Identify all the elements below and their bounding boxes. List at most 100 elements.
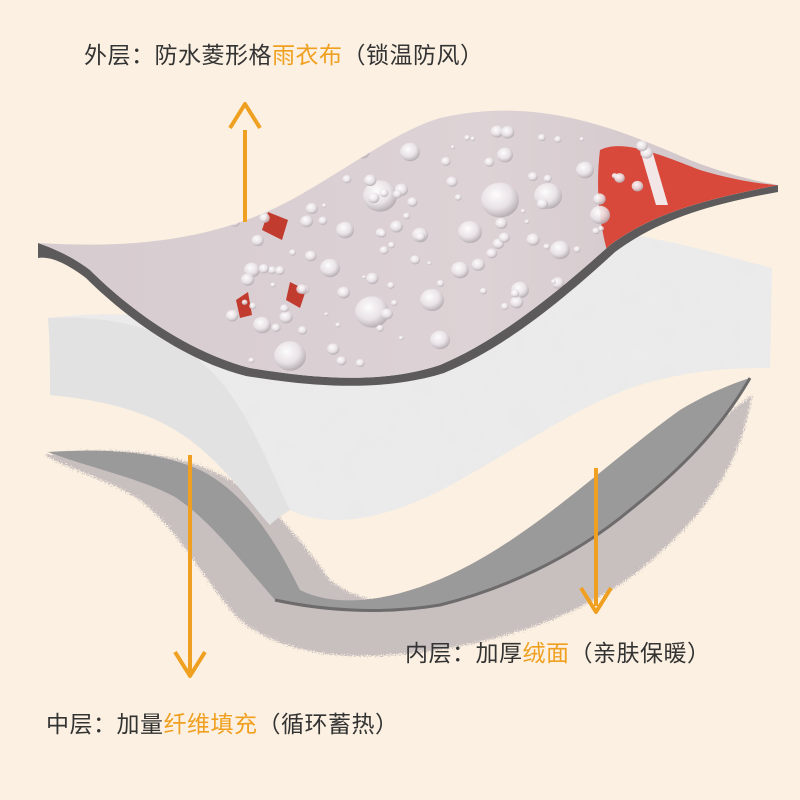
water-droplet bbox=[275, 266, 285, 275]
inner-layer-label: 内层：加厚绒面（亲肤保暖） bbox=[405, 634, 711, 668]
inner-layer-prefix: 内层：加厚 bbox=[405, 641, 523, 667]
water-droplet bbox=[450, 145, 455, 150]
water-droplet bbox=[289, 249, 297, 256]
water-droplet bbox=[225, 309, 239, 322]
water-droplet bbox=[381, 308, 393, 320]
water-droplet bbox=[233, 131, 241, 139]
water-droplet bbox=[454, 194, 462, 201]
outer-fabric-layer bbox=[38, 110, 778, 386]
water-droplet bbox=[576, 161, 594, 179]
water-droplet bbox=[259, 213, 270, 223]
water-droplet bbox=[490, 125, 504, 138]
water-droplet bbox=[471, 258, 485, 271]
water-droplet bbox=[389, 220, 403, 233]
water-droplet bbox=[590, 205, 610, 225]
water-droplet bbox=[296, 284, 307, 295]
water-droplet bbox=[326, 343, 340, 355]
water-droplet bbox=[279, 304, 289, 313]
water-droplet bbox=[342, 175, 352, 184]
middle-layer-prefix: 中层：加量 bbox=[46, 712, 164, 738]
water-droplet bbox=[324, 312, 329, 316]
water-droplet bbox=[249, 302, 257, 310]
water-droplet bbox=[415, 232, 426, 242]
water-droplet bbox=[336, 356, 347, 366]
water-droplet bbox=[363, 174, 377, 187]
water-droplet bbox=[267, 266, 277, 275]
outer-layer-highlight: 雨衣布 bbox=[272, 43, 343, 69]
water-droplet bbox=[280, 153, 288, 161]
water-droplet bbox=[497, 147, 513, 163]
water-droplet bbox=[636, 140, 648, 152]
water-droplet bbox=[337, 286, 351, 299]
water-droplet bbox=[229, 217, 241, 227]
outer-layer-suffix: （锁温防风） bbox=[342, 43, 484, 69]
water-droplet bbox=[410, 255, 421, 265]
water-droplet bbox=[402, 212, 411, 220]
water-droplet bbox=[270, 282, 276, 288]
water-droplet bbox=[520, 208, 526, 214]
outer-layer-label: 外层：防水菱形格雨衣布（锁温防风） bbox=[84, 36, 484, 70]
water-droplet bbox=[510, 296, 524, 309]
water-droplet bbox=[524, 219, 530, 224]
water-droplet bbox=[367, 192, 380, 204]
water-droplet bbox=[500, 126, 515, 139]
water-droplet bbox=[378, 229, 387, 238]
water-droplet bbox=[361, 275, 367, 280]
water-droplet bbox=[554, 136, 562, 143]
water-droplet bbox=[498, 232, 510, 243]
water-droplet bbox=[379, 188, 389, 198]
water-droplet bbox=[470, 136, 476, 141]
water-droplet bbox=[253, 316, 271, 334]
water-droplet bbox=[366, 272, 379, 285]
water-droplet bbox=[543, 243, 550, 250]
water-droplet bbox=[527, 171, 538, 182]
middle-layer-suffix: （循环蓄热） bbox=[257, 712, 399, 738]
water-droplet bbox=[400, 142, 420, 162]
water-droplet bbox=[320, 258, 340, 278]
arrow-down-middle bbox=[173, 455, 207, 678]
outer-layer-prefix: 外层：防水菱形格 bbox=[84, 43, 272, 69]
water-droplet bbox=[479, 287, 487, 295]
water-droplet bbox=[300, 215, 314, 228]
water-droplet bbox=[274, 341, 306, 371]
inner-layer-highlight: 绒面 bbox=[522, 641, 570, 667]
water-droplet bbox=[430, 330, 450, 350]
water-droplet bbox=[251, 234, 264, 247]
arrow-up-outer bbox=[228, 102, 262, 222]
water-droplet bbox=[495, 217, 508, 230]
water-droplet bbox=[537, 134, 546, 142]
water-droplet bbox=[451, 261, 469, 279]
water-droplet bbox=[252, 183, 267, 196]
water-droplet bbox=[446, 176, 458, 188]
water-droplet bbox=[261, 160, 275, 173]
water-droplet bbox=[335, 322, 341, 328]
water-droplet bbox=[267, 179, 280, 191]
water-droplet bbox=[420, 288, 444, 312]
water-droplet bbox=[248, 357, 255, 364]
water-droplet bbox=[355, 296, 389, 328]
water-droplet bbox=[387, 281, 395, 289]
water-droplet bbox=[407, 197, 418, 207]
water-droplet bbox=[510, 289, 520, 298]
water-droplet bbox=[543, 174, 552, 183]
water-droplet bbox=[614, 173, 625, 183]
water-droplet bbox=[631, 180, 644, 192]
water-droplet bbox=[484, 157, 495, 167]
water-droplet bbox=[356, 146, 370, 159]
water-droplet bbox=[458, 220, 482, 244]
water-droplet bbox=[550, 240, 570, 260]
water-droplet bbox=[279, 311, 293, 324]
water-droplet bbox=[526, 233, 540, 246]
arrow-down-inner bbox=[579, 468, 613, 614]
middle-layer-highlight: 纤维填充 bbox=[163, 712, 258, 738]
water-droplet bbox=[436, 279, 445, 287]
water-droplet bbox=[240, 273, 255, 286]
water-droplet bbox=[321, 203, 327, 208]
inner-layer-suffix: （亲肤保暖） bbox=[569, 641, 711, 667]
water-droplet bbox=[294, 142, 305, 152]
water-droplet bbox=[551, 279, 556, 284]
water-droplet bbox=[304, 250, 317, 262]
water-droplet bbox=[592, 227, 600, 235]
water-droplet bbox=[388, 241, 395, 249]
water-droplet bbox=[427, 261, 432, 266]
